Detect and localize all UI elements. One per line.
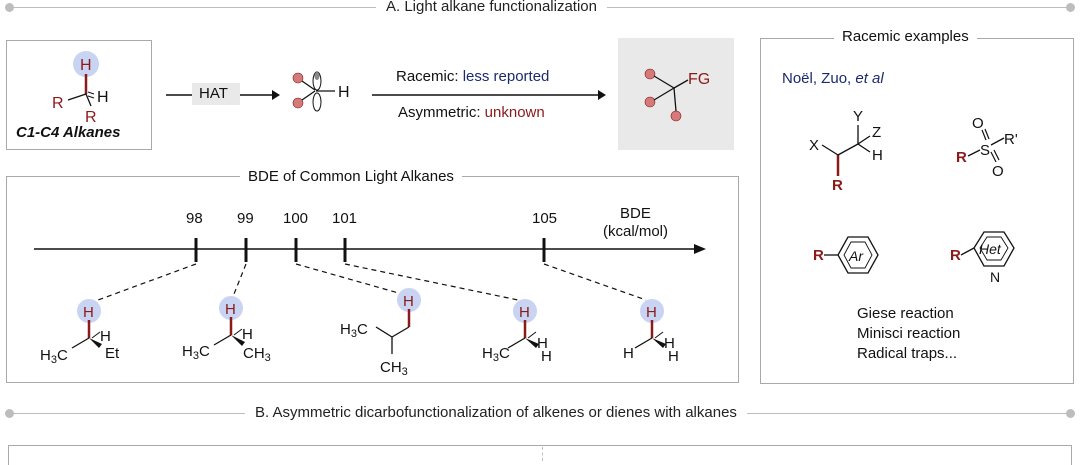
alkane-structure: H R H R bbox=[52, 51, 109, 126]
section-b-dot-left bbox=[5, 409, 14, 418]
racemic-condition: Racemic: less reported bbox=[396, 68, 549, 85]
tick-label-98: 98 bbox=[186, 210, 203, 227]
svg-text:H: H bbox=[537, 335, 548, 352]
section-b-panel-split bbox=[542, 447, 543, 461]
axis-label-bde: BDE bbox=[620, 205, 651, 222]
alkane-atom-r1: R bbox=[52, 95, 64, 112]
bde-panel-title: BDE of Common Light Alkanes bbox=[240, 168, 462, 185]
tick-label-101: 101 bbox=[332, 210, 357, 227]
asym-status: unknown bbox=[484, 104, 545, 121]
svg-text:Z: Z bbox=[872, 124, 881, 141]
svg-text:R: R bbox=[956, 149, 967, 166]
alkane-atom-h2: H bbox=[97, 89, 109, 106]
svg-text:Et: Et bbox=[105, 345, 120, 362]
racemic-line-2: Minisci reaction bbox=[857, 325, 961, 342]
svg-text:H: H bbox=[668, 348, 679, 365]
authors-names: Noël, Zuo, bbox=[782, 70, 856, 87]
svg-text:H: H bbox=[646, 304, 657, 321]
racemic-structures: X R Y Z H R S O O R' R Ar R bbox=[809, 108, 1018, 285]
svg-text:H: H bbox=[872, 147, 883, 164]
svg-text:H: H bbox=[623, 345, 634, 362]
section-b-panel-top bbox=[8, 445, 1072, 465]
tick-label-105: 105 bbox=[532, 210, 557, 227]
racemic-line-1: Giese reaction bbox=[857, 305, 954, 322]
racemic-line-3: Radical traps... bbox=[857, 345, 958, 362]
svg-text:R: R bbox=[950, 247, 961, 264]
racemic-prefix: Racemic: bbox=[396, 68, 463, 85]
svg-text:CH3: CH3 bbox=[380, 359, 408, 378]
svg-text:S: S bbox=[980, 142, 990, 159]
molecule-isobutane: H H3C CH3 bbox=[340, 288, 421, 378]
molecule-butane: H H3C Et H bbox=[40, 299, 120, 366]
section-b-dot-right bbox=[1066, 409, 1075, 418]
svg-text:Y: Y bbox=[853, 108, 863, 125]
racemic-status: less reported bbox=[462, 68, 550, 85]
bde-axis: 98 99 100 101 105 BDE (kcal/mol) H H3C E… bbox=[34, 205, 706, 378]
svg-text:R': R' bbox=[1004, 131, 1018, 148]
alkane-box bbox=[6, 40, 152, 150]
svg-text:Het: Het bbox=[979, 241, 1002, 257]
giese-product: X R Y Z H bbox=[809, 108, 883, 194]
svg-text:N: N bbox=[990, 269, 1000, 285]
svg-text:H: H bbox=[100, 328, 111, 345]
section-a-dot-right bbox=[1066, 3, 1075, 12]
svg-text:H3C: H3C bbox=[340, 321, 368, 340]
svg-text:R: R bbox=[832, 177, 843, 194]
alkyl-radical: H bbox=[292, 71, 350, 112]
svg-text:H3C: H3C bbox=[182, 343, 210, 362]
product-fg: FG bbox=[688, 71, 710, 88]
molecule-ethane: H H3C H H bbox=[482, 299, 552, 365]
svg-text:H: H bbox=[664, 335, 675, 352]
hat-label: HAT bbox=[199, 85, 228, 102]
svg-text:O: O bbox=[992, 163, 1004, 180]
product-structure: FG bbox=[644, 68, 710, 122]
svg-text:H: H bbox=[403, 293, 414, 310]
svg-text:CH3: CH3 bbox=[243, 345, 271, 364]
svg-text:H: H bbox=[519, 304, 530, 321]
sulfone-product: R S O O R' bbox=[956, 115, 1018, 180]
asym-condition: Asymmetric: unknown bbox=[398, 104, 545, 121]
section-b-title: B. Asymmetric dicarbofunctionalization o… bbox=[245, 404, 747, 421]
h-highlight bbox=[73, 51, 99, 77]
tick-label-100: 100 bbox=[283, 210, 308, 227]
svg-text:H: H bbox=[83, 304, 94, 321]
radical-h: H bbox=[338, 84, 350, 101]
svg-text:R: R bbox=[813, 247, 824, 264]
svg-text:H: H bbox=[242, 326, 253, 343]
racemic-panel-title: Racemic examples bbox=[834, 28, 977, 45]
svg-text:O: O bbox=[972, 115, 984, 132]
section-a-title: A. Light alkane functionalization bbox=[376, 0, 607, 15]
svg-text:H: H bbox=[541, 348, 552, 365]
section-a-dot-left bbox=[5, 3, 14, 12]
product-box bbox=[618, 38, 734, 150]
asym-prefix: Asymmetric: bbox=[398, 104, 485, 121]
alkane-atom-h: H bbox=[80, 57, 92, 74]
molecule-methane: H H H H bbox=[623, 299, 679, 365]
svg-text:X: X bbox=[809, 137, 819, 154]
svg-text:H: H bbox=[225, 301, 236, 318]
axis-label-unit: (kcal/mol) bbox=[603, 223, 668, 240]
molecule-propane-secondary: H H3C CH3 H bbox=[182, 296, 271, 364]
tick-label-99: 99 bbox=[237, 210, 254, 227]
hat-label-box bbox=[192, 83, 240, 105]
reaction-arrow bbox=[372, 90, 606, 100]
svg-text:H3C: H3C bbox=[482, 345, 510, 364]
authors-etal: et al bbox=[855, 70, 884, 87]
racemic-authors: Noël, Zuo, et al bbox=[782, 70, 884, 87]
alkane-atom-r2: R bbox=[85, 109, 97, 126]
svg-text:Ar: Ar bbox=[848, 248, 864, 264]
heteroaryl-product: R Het N bbox=[950, 231, 1015, 285]
svg-text:H3C: H3C bbox=[40, 347, 68, 366]
aryl-product: R Ar bbox=[813, 236, 879, 274]
alkane-label: C1-C4 Alkanes bbox=[16, 124, 121, 141]
